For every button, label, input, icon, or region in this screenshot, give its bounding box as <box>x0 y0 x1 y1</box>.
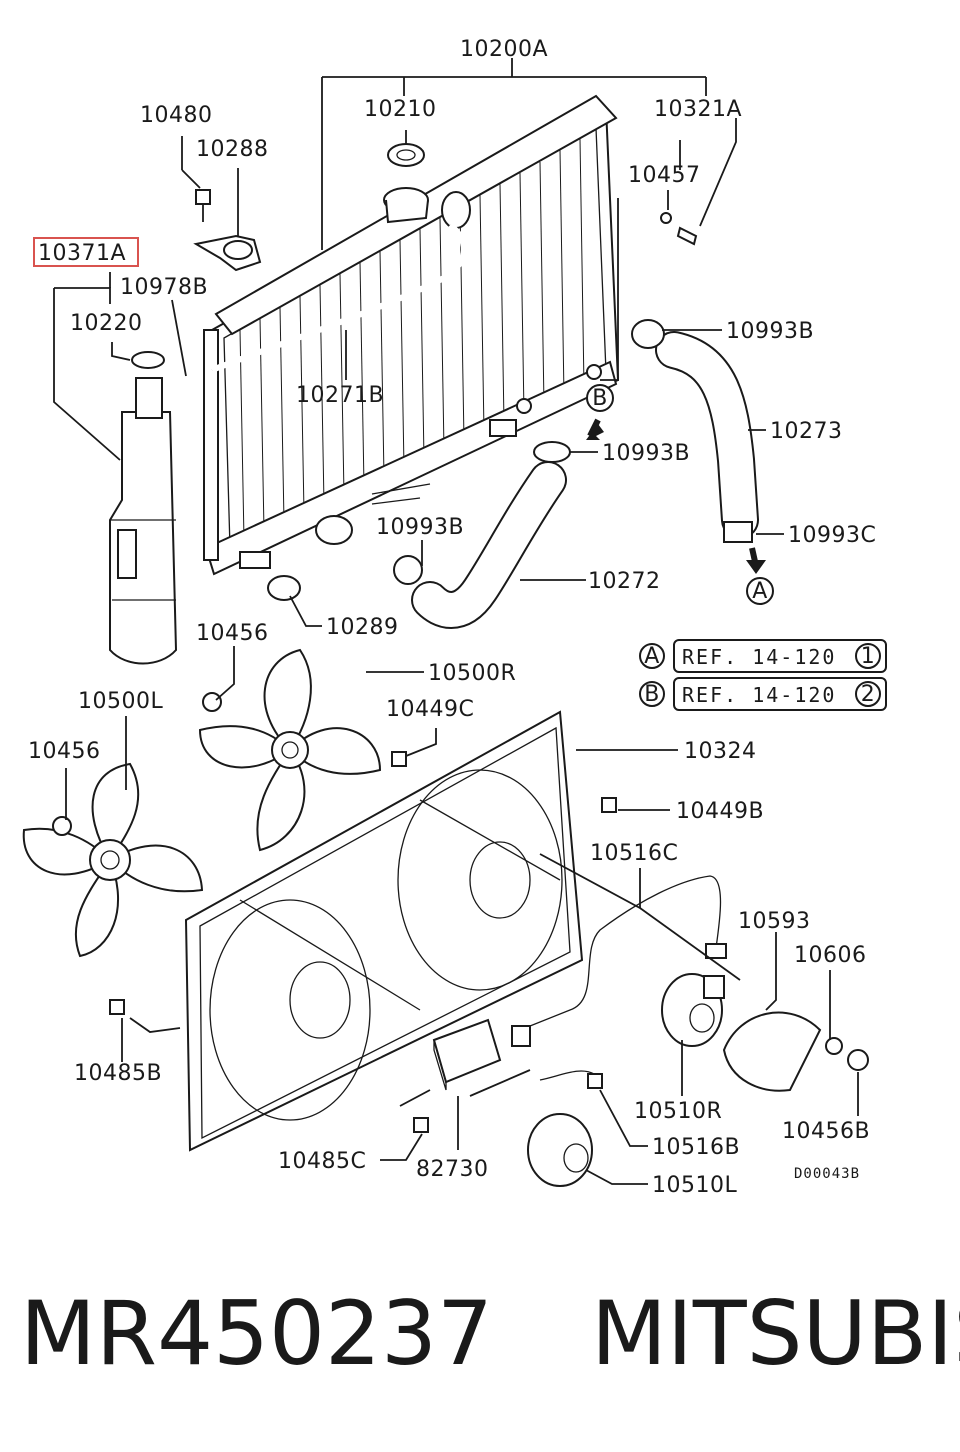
fasteners[interactable] <box>52 692 869 1133</box>
radiator-cap[interactable] <box>387 143 425 167</box>
label-10271B: 10271B <box>296 383 384 408</box>
right-fan[interactable] <box>198 648 382 852</box>
upper-radiator-hose[interactable] <box>631 319 759 543</box>
label-10993B-upper: 10993B <box>726 319 814 344</box>
reference-legend: A REF. 14-120 1 B REF. 14-120 2 <box>639 639 887 711</box>
radiator-assembly[interactable] <box>203 94 620 576</box>
reservoir-tank[interactable] <box>109 351 178 665</box>
label-10220: 10220 <box>70 311 143 336</box>
label-10324: 10324 <box>684 739 757 764</box>
product-footer: MR450237 MITSUBISHI <box>20 1282 960 1385</box>
highlighted-part-box <box>33 237 139 267</box>
label-10456-right: 10456 <box>196 621 269 646</box>
label-10993B-lower: 10993B <box>376 515 464 540</box>
callout-a: A <box>746 577 774 605</box>
label-10480: 10480 <box>140 103 213 128</box>
label-10516C: 10516C <box>590 841 678 866</box>
label-10993B-middle: 10993B <box>602 441 690 466</box>
part-number: MR450237 <box>20 1282 493 1385</box>
callout-b: B <box>586 384 614 412</box>
label-10510R: 10510R <box>634 1099 722 1124</box>
label-10273: 10273 <box>770 419 843 444</box>
label-10457: 10457 <box>628 163 701 188</box>
svg-text:B: B <box>592 386 608 411</box>
lower-radiator-hose[interactable] <box>393 441 571 629</box>
svg-text:B: B <box>644 682 660 707</box>
fan-relay[interactable] <box>432 1018 502 1091</box>
label-10500L: 10500L <box>78 689 163 714</box>
svg-text:REF. 14-120: REF. 14-120 <box>682 645 836 669</box>
label-82730: 82730 <box>416 1157 489 1182</box>
mounting-bracket[interactable] <box>193 189 262 272</box>
drain-plug[interactable] <box>660 212 698 246</box>
brand-name: MITSUBISHI <box>590 1282 960 1385</box>
left-fan-motor[interactable] <box>527 1113 593 1187</box>
svg-text:2: 2 <box>861 682 876 707</box>
svg-text:A: A <box>644 644 660 669</box>
label-10456B: 10456B <box>782 1119 870 1144</box>
label-10978B: 10978B <box>120 275 208 300</box>
part-labels: 10200A 10480 10288 10210 10321A 10457 10… <box>28 37 876 1198</box>
label-10272: 10272 <box>588 569 661 594</box>
label-10993C: 10993C <box>788 523 876 548</box>
label-10500R: 10500R <box>428 661 516 686</box>
label-10210: 10210 <box>364 97 437 122</box>
radiator-mount-bushing[interactable] <box>267 575 301 601</box>
label-10593: 10593 <box>738 909 811 934</box>
label-10606: 10606 <box>794 943 867 968</box>
fan-shroud[interactable] <box>184 710 584 1152</box>
label-10200A: 10200A <box>460 37 548 62</box>
left-fan[interactable] <box>22 762 204 958</box>
motor-cover[interactable] <box>722 1011 822 1092</box>
label-10510L: 10510L <box>652 1173 737 1198</box>
drawing-code: D00043B <box>794 1166 860 1182</box>
right-fan-motor[interactable] <box>661 973 725 1047</box>
label-10516B: 10516B <box>652 1135 740 1160</box>
svg-text:1: 1 <box>861 644 876 669</box>
label-10485C: 10485C <box>278 1149 366 1174</box>
flow-arrow-b <box>586 418 604 440</box>
label-10449B: 10449B <box>676 799 764 824</box>
flow-arrow-a <box>746 547 766 574</box>
svg-text:A: A <box>752 579 768 604</box>
label-10456-left: 10456 <box>28 739 101 764</box>
label-10449C: 10449C <box>386 697 474 722</box>
label-10485B: 10485B <box>74 1061 162 1086</box>
label-10289: 10289 <box>326 615 399 640</box>
leader-lines <box>53 58 859 1185</box>
svg-text:REF. 14-120: REF. 14-120 <box>682 683 836 707</box>
label-10288: 10288 <box>196 137 269 162</box>
label-10321A: 10321A <box>654 97 742 122</box>
wiring-harness[interactable] <box>511 875 727 1089</box>
label-10371A: 10371A <box>38 241 126 266</box>
